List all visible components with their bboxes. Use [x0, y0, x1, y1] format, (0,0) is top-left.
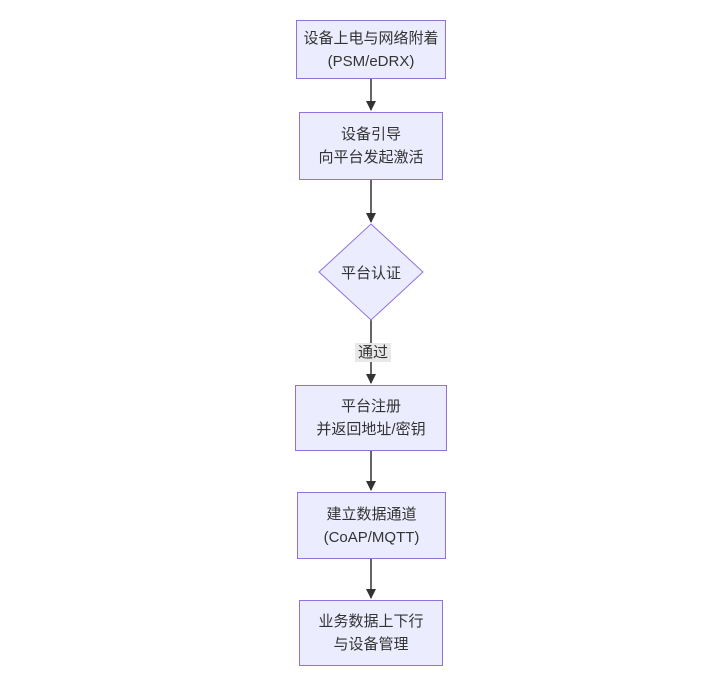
- node-line: 并返回地址/密钥: [316, 421, 426, 438]
- node-line: 建立数据通道: [326, 505, 417, 523]
- edge-label-pass: 通过: [355, 343, 391, 362]
- node-line: (CoAP/MQTT): [323, 528, 420, 546]
- node-line: 业务数据上下行: [318, 613, 424, 630]
- node-line: 平台注册: [340, 398, 401, 415]
- node-line: 设备上电与网络附着: [303, 29, 439, 47]
- node-register: 平台注册 并返回地址/密钥: [295, 385, 447, 451]
- node-line: 设备引导: [340, 126, 401, 143]
- node-line: 与设备管理: [333, 636, 409, 653]
- node-line: 平台认证: [340, 264, 401, 282]
- node-power-attach: 设备上电与网络附着 (PSM/eDRX): [296, 20, 446, 79]
- decision-diamond-shape: [318, 223, 424, 321]
- node-platform-auth: 平台认证: [319, 224, 423, 320]
- node-business-data: 业务数据上下行 与设备管理: [299, 600, 443, 666]
- node-line: 向平台发起激活: [318, 149, 424, 166]
- node-bootstrap: 设备引导 向平台发起激活: [299, 112, 443, 180]
- node-line: (PSM/eDRX): [327, 52, 415, 70]
- node-data-channel: 建立数据通道 (CoAP/MQTT): [297, 492, 446, 559]
